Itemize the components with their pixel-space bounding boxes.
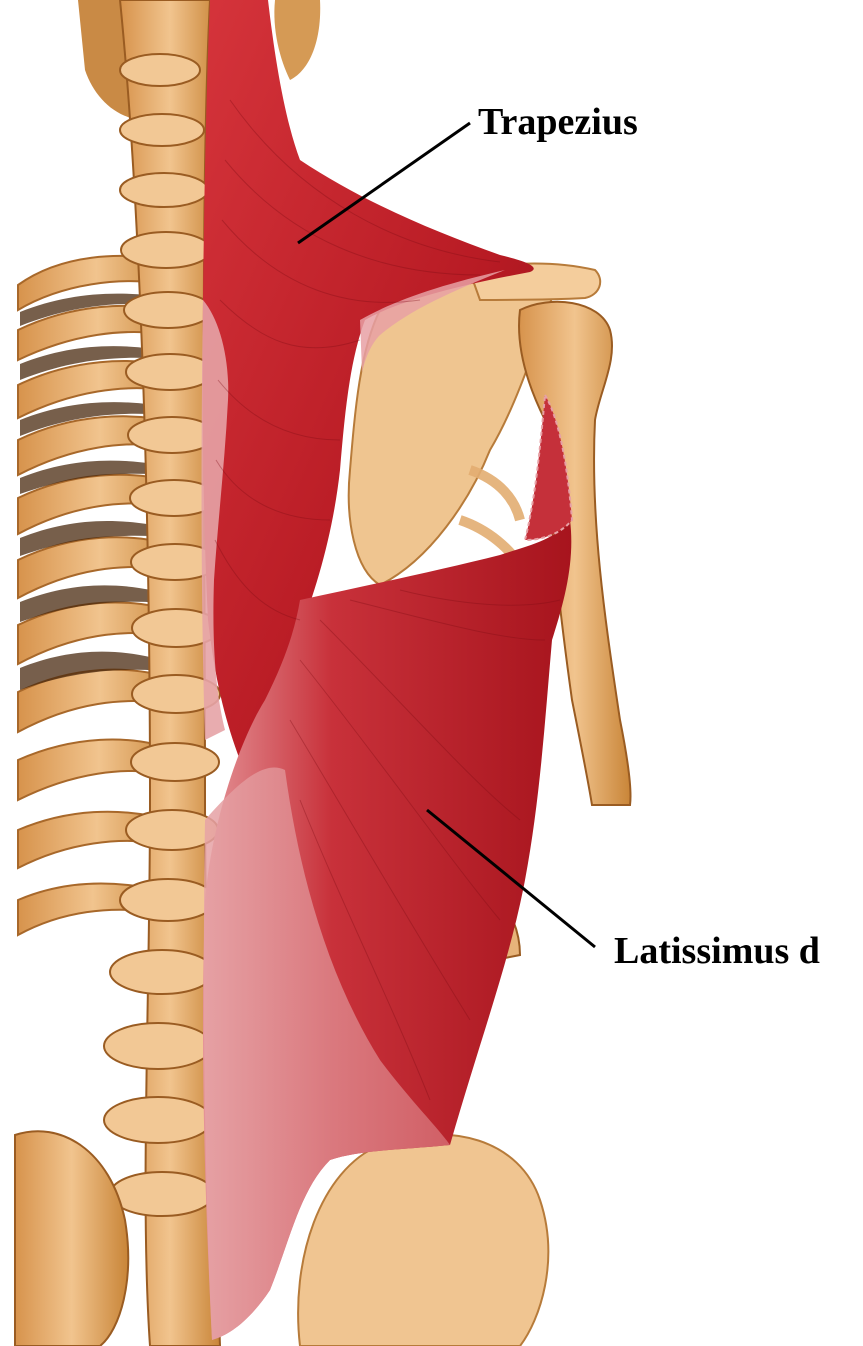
iliac-crest (298, 1134, 548, 1346)
trapezius-label: Trapezius (478, 103, 638, 141)
muscles (202, 0, 572, 1340)
pelvis (15, 1131, 128, 1346)
mastoid (274, 0, 320, 80)
latissimus-dorsi-label: Latissimus d (614, 932, 820, 970)
